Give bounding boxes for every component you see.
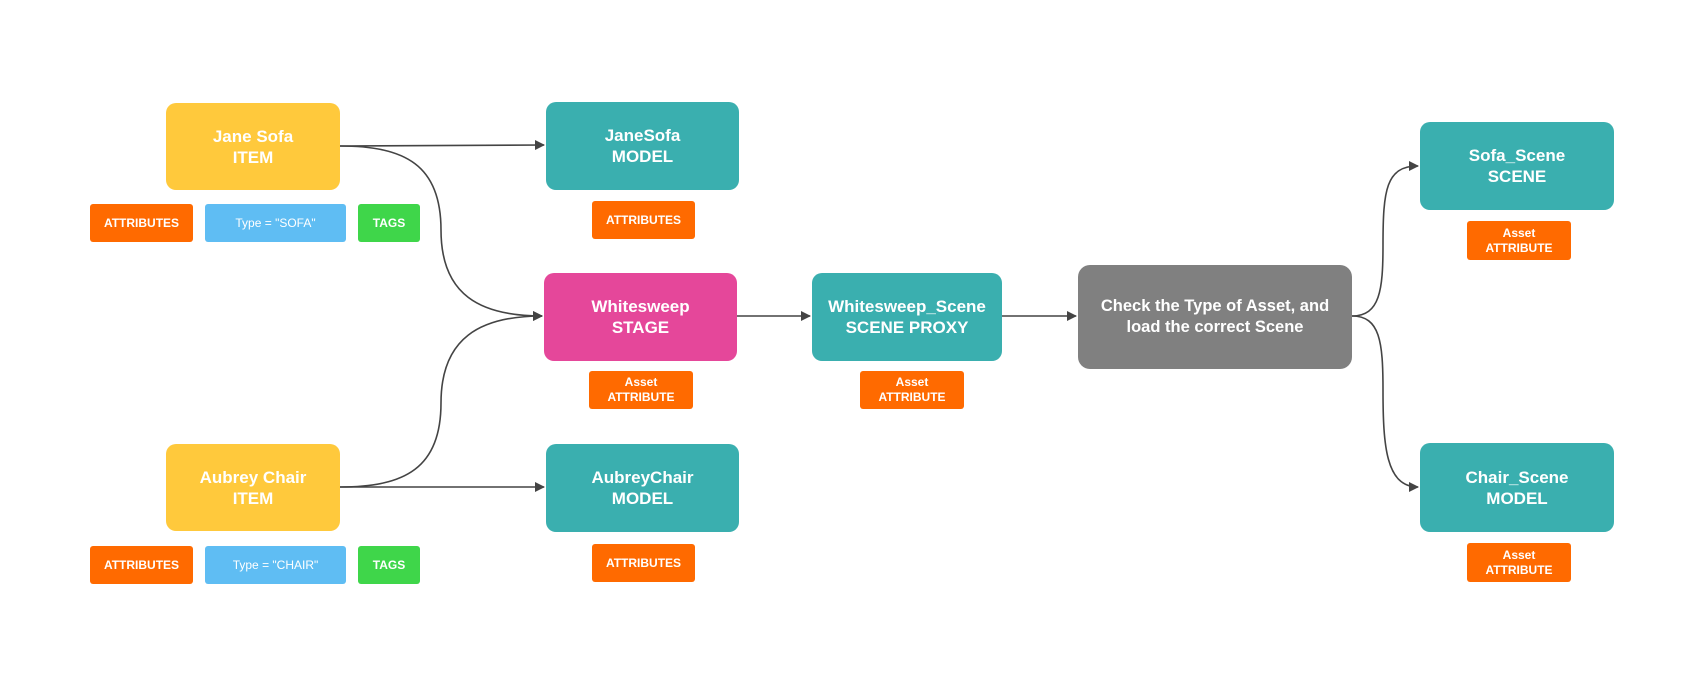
- aubrey-chair-item-node[interactable]: Aubrey Chair ITEM: [166, 444, 340, 531]
- tag-line2: ATTRIBUTE: [607, 390, 675, 404]
- sofa-scene-asset-attribute-tag[interactable]: Asset ATTRIBUTE: [1467, 221, 1571, 260]
- janesofa-model-attributes-tag[interactable]: ATTRIBUTES: [592, 201, 695, 239]
- sofa-scene-node[interactable]: Sofa_Scene SCENE: [1420, 122, 1614, 210]
- tag-line1: Asset: [895, 375, 929, 389]
- tag-label: ATTRIBUTES: [103, 557, 180, 572]
- node-title: AubreyChair: [591, 468, 694, 487]
- node-title: Sofa_Scene: [1468, 146, 1566, 165]
- decision-line2: load the correct Scene: [1126, 318, 1304, 336]
- node-kind: ITEM: [232, 147, 274, 167]
- node-title: Chair_Scene: [1465, 467, 1569, 487]
- chair-scene-node[interactable]: Chair_Scene MODEL: [1420, 443, 1614, 532]
- tag-line2: ATTRIBUTE: [1485, 240, 1553, 255]
- node-kind: MODEL: [1486, 488, 1548, 508]
- tag-label: Type = "CHAIR": [232, 557, 319, 572]
- node-title: Whitesweep: [591, 297, 690, 316]
- tag-line1: Asset: [624, 375, 658, 389]
- chair-scene-asset-attribute-tag[interactable]: Asset ATTRIBUTE: [1467, 543, 1571, 582]
- janesofa-model-node[interactable]: JaneSofa MODEL: [546, 102, 739, 190]
- whitesweep-stage-node[interactable]: Whitesweep STAGE: [544, 273, 737, 361]
- whitesweep-scene-proxy-node[interactable]: Whitesweep_Scene SCENE PROXY: [812, 273, 1002, 361]
- tag-line1: Asset: [1502, 547, 1536, 562]
- aubreychair-model-node[interactable]: AubreyChair MODEL: [546, 444, 739, 532]
- node-title: Jane Sofa: [212, 126, 294, 146]
- decision-line1: Check the Type of Asset, and: [1100, 297, 1330, 315]
- tag-line2: ATTRIBUTE: [1485, 562, 1553, 577]
- tag-label: ATTRIBUTES: [605, 212, 682, 227]
- edge-aubreychair-to-stage: [339, 311, 543, 488]
- jane-sofa-tags-tag[interactable]: TAGS: [358, 204, 420, 242]
- aubrey-chair-attributes-tag[interactable]: ATTRIBUTES: [90, 546, 193, 584]
- node-title: JaneSofa: [604, 126, 681, 145]
- node-kind: ITEM: [232, 488, 274, 508]
- edge-decision-to-sofa-scene: [1351, 161, 1419, 317]
- node-kind: MODEL: [611, 489, 674, 508]
- tag-label: Type = "SOFA": [235, 215, 316, 230]
- node-kind: SCENE: [1487, 167, 1547, 186]
- tag-label: ATTRIBUTES: [605, 555, 682, 570]
- tag-label: ATTRIBUTES: [103, 215, 180, 230]
- edge-janesofa-to-model: [339, 140, 545, 151]
- aubrey-chair-type-tag[interactable]: Type = "CHAIR": [205, 546, 346, 584]
- jane-sofa-attributes-tag[interactable]: ATTRIBUTES: [90, 204, 193, 242]
- tag-label: TAGS: [372, 557, 406, 572]
- jane-sofa-item-node[interactable]: Jane Sofa ITEM: [166, 103, 340, 190]
- edge-decision-to-chair-scene: [1351, 315, 1419, 492]
- node-title: Whitesweep_Scene: [828, 297, 986, 316]
- check-asset-type-decision-node[interactable]: Check the Type of Asset, and load the co…: [1078, 265, 1352, 369]
- aubrey-chair-tags-tag[interactable]: TAGS: [358, 546, 420, 584]
- tag-line1: Asset: [1502, 225, 1536, 240]
- whitesweep-scene-asset-attribute-tag[interactable]: Asset ATTRIBUTE: [860, 371, 964, 409]
- tag-label: TAGS: [372, 215, 406, 230]
- jane-sofa-type-tag[interactable]: Type = "SOFA": [205, 204, 346, 242]
- aubreychair-model-attributes-tag[interactable]: ATTRIBUTES: [592, 544, 695, 582]
- node-kind: MODEL: [611, 147, 674, 166]
- node-kind: SCENE PROXY: [845, 318, 969, 337]
- tag-line2: ATTRIBUTE: [878, 390, 946, 404]
- edge-janesofa-to-stage: [339, 145, 543, 321]
- node-kind: STAGE: [611, 318, 670, 337]
- node-title: Aubrey Chair: [199, 467, 307, 487]
- whitesweep-stage-asset-attribute-tag[interactable]: Asset ATTRIBUTE: [589, 371, 693, 409]
